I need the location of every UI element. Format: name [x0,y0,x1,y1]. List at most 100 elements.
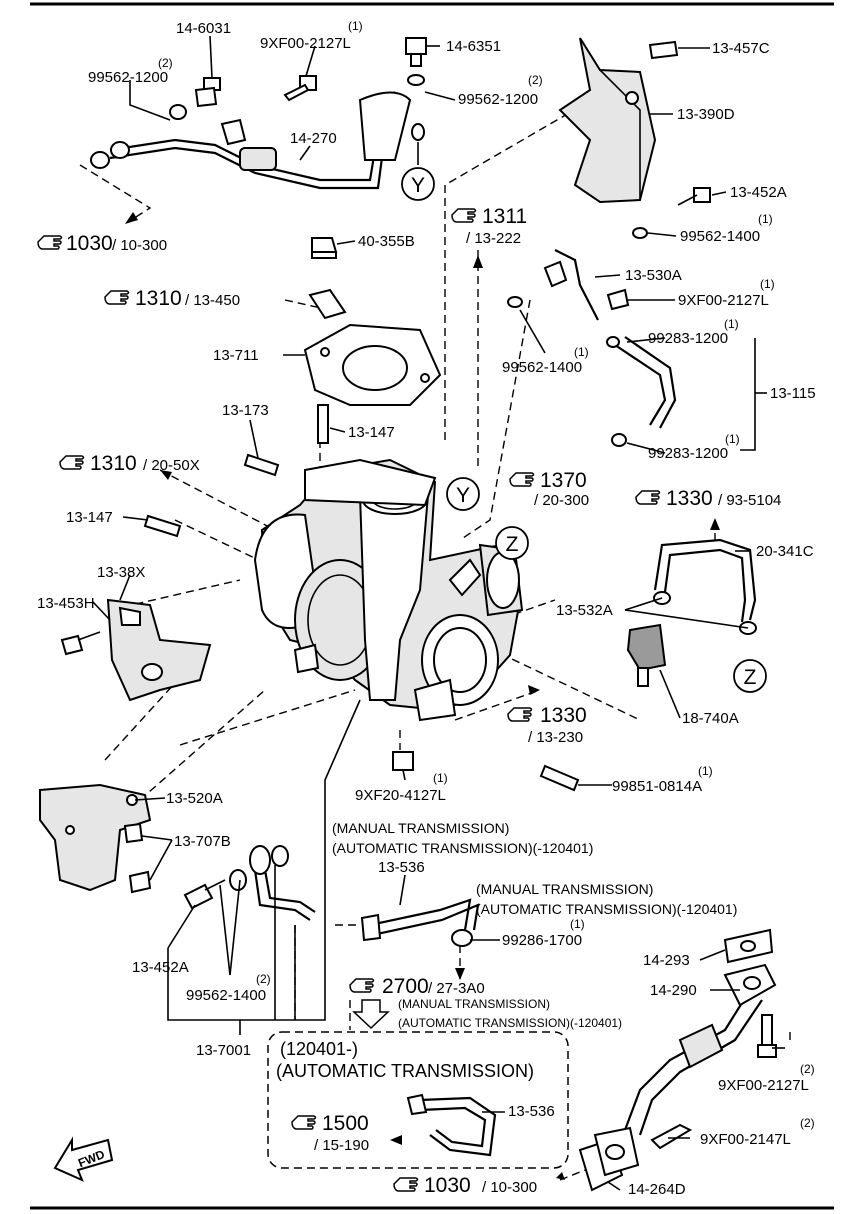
qty-99283-1200-a: (1) [724,317,739,331]
part-labels: 14-6031 (1) 9XF00-2127L 14-6351 13-457C … [37,19,816,1198]
heat-shield-13-38x [106,598,212,702]
bolt-13-453h [60,631,101,656]
y-marker-mid: Y [446,477,480,511]
z-marker-right: Z [733,659,767,693]
label-13-711: 13-711 [213,347,259,364]
stud-13-147-b [143,514,182,538]
ref-1030-bottom-main: 1030 [424,1174,471,1197]
ref-1310-b-sub: / 20-50X [143,457,200,474]
bolt-14-6031 [194,77,221,108]
ref-1030-top-sub: / 10-300 [112,237,167,254]
note-auto-1: (AUTOMATIC TRANSMISSION)(-120401) [332,840,593,856]
label-13-452a-top: 13-452A [730,184,787,201]
flow-arrows [125,212,720,1180]
label-9xf00-2127l-mid: 9XF00-2127L [678,292,769,309]
ref-2700: 2700 / 27-3A0 [349,975,485,998]
bolt-13-452a-top [677,187,711,206]
automatic-transmission-option-box: (120401-) (AUTOMATIC TRANSMISSION) [267,1031,569,1169]
qty-9xf00-2127l-mid: (1) [760,277,775,291]
label-13-536-b: 13-536 [508,1103,555,1120]
fwd-arrow-icon: FWD [53,1136,114,1182]
label-9xf00-2127l-bottom: 9XF00-2127L [718,1077,809,1094]
qty-9xf00-2147l: (2) [800,1116,815,1130]
label-13-532a: 13-532A [556,602,613,619]
label-14-270: 14-270 [290,130,337,147]
qty-99562-1200-right: (2) [528,73,543,87]
bolt-13-452a-bottom [183,879,226,910]
pointing-hand-icon [37,235,63,250]
label-99851-0814a: 99851-0814A [612,778,702,795]
label-13-7001: 13-7001 [196,1042,251,1059]
qty-9xf00-2127l-bottom: (2) [800,1062,815,1076]
qty-99562-1400-mid: (1) [574,345,589,359]
stud-13-147-a [317,404,329,444]
z-marker-left-label: Z [506,533,519,556]
y-marker-mid-label: Y [456,484,470,507]
nut-40-355b [311,237,338,259]
note-auto-2: (AUTOMATIC TRANSMISSION)(-120401) [476,901,737,917]
note-auto-3: (AUTOMATIC TRANSMISSION)(-120401) [398,1016,622,1030]
label-9xf00-2147l: 9XF00-2147L [700,1131,791,1148]
ref-1500-main: 1500 [322,1112,369,1135]
label-40-355b: 40-355B [358,233,415,250]
label-13-147-b: 13-147 [66,509,113,526]
label-9xf00-2127l-top: 9XF00-2127L [260,35,351,52]
ref-1311-sub: / 13-222 [466,230,521,247]
ref-1370-main: 1370 [540,469,587,492]
label-99562-1200-right: 99562-1200 [458,91,538,108]
note-manual-2: (MANUAL TRANSMISSION) [476,881,653,897]
oil-feed-pipe-14-270 [90,91,412,190]
drain-pipe-13-7001 [229,845,316,921]
bolt-9xf00-2127l-top [283,75,317,102]
label-13-452a-bottom: 13-452A [132,959,189,976]
label-14-290: 14-290 [650,982,697,999]
label-99562-1400-mid: 99562-1400 [502,359,582,376]
bracket-13-520a [39,783,152,892]
label-14-6031: 14-6031 [176,20,231,37]
label-20-341c: 20-341C [756,543,814,560]
stud-99851-0814a [539,764,580,792]
ref-1310-b-main: 1310 [90,452,137,475]
gasket-13-711 [303,323,442,406]
qty-99851-0814a: (1) [698,764,713,778]
pointing-hand-icon [635,490,661,505]
z-marker-right-label: Z [744,666,757,689]
label-13-457c: 13-457C [712,40,770,57]
label-99562-1400-bottom: 99562-1400 [186,987,266,1004]
washer-99562-1400-mid [507,296,523,308]
ref-1310-a-sub: / 13-450 [185,292,240,309]
solenoid-18-740a [626,623,667,687]
qty-99562-1400-bottom: (2) [256,972,271,986]
bolts-13-707b [123,822,152,894]
transmission-notes: (MANUAL TRANSMISSION) (AUTOMATIC TRANSMI… [332,820,737,1030]
ref-1310-a-main: 1310 [135,287,182,310]
qty-99283-1200-b: (1) [725,432,740,446]
nut-9xf20-4127l [392,751,414,771]
washer-99562-1200-right [411,123,425,141]
pipe-13-530a [543,249,630,321]
pointing-hand-icon [349,978,375,993]
label-13-115: 13-115 [770,385,816,402]
label-99283-1200-b: 99283-1200 [648,445,728,462]
bolt-9xf00-2147l [650,1123,693,1150]
hose-20-341c [653,538,757,635]
label-18-740a: 18-740A [682,710,739,727]
vacuum-hose-13-115 [606,336,677,447]
label-9xf20-4127l: 9XF20-4127L [355,787,446,804]
ref-1310-b: 1310 / 20-50X [59,452,200,475]
label-13-520a: 13-520A [166,790,223,807]
ref-1030-bottom: 1030 / 10-300 [393,1174,537,1197]
ref-1311: 1311 / 13-222 [451,205,527,247]
label-13-707b: 13-707B [174,833,231,850]
pointing-hand-icon [507,707,533,722]
ref-1370-sub: / 20-300 [534,492,589,509]
hose-13-536 [360,898,480,947]
note-manual-1: (MANUAL TRANSMISSION) [332,820,509,836]
ref-1330-b-sub: / 13-230 [528,729,583,746]
heat-shield-13-390d [558,37,679,204]
ref-1500: 1500 / 15-190 [291,1112,369,1154]
ref-1500-sub: / 15-190 [314,1137,369,1154]
ref-1030-top: 1030 / 10-300 [37,232,167,255]
ref-1030-bottom-sub: / 10-300 [482,1179,537,1196]
label-14-293: 14-293 [643,952,690,969]
